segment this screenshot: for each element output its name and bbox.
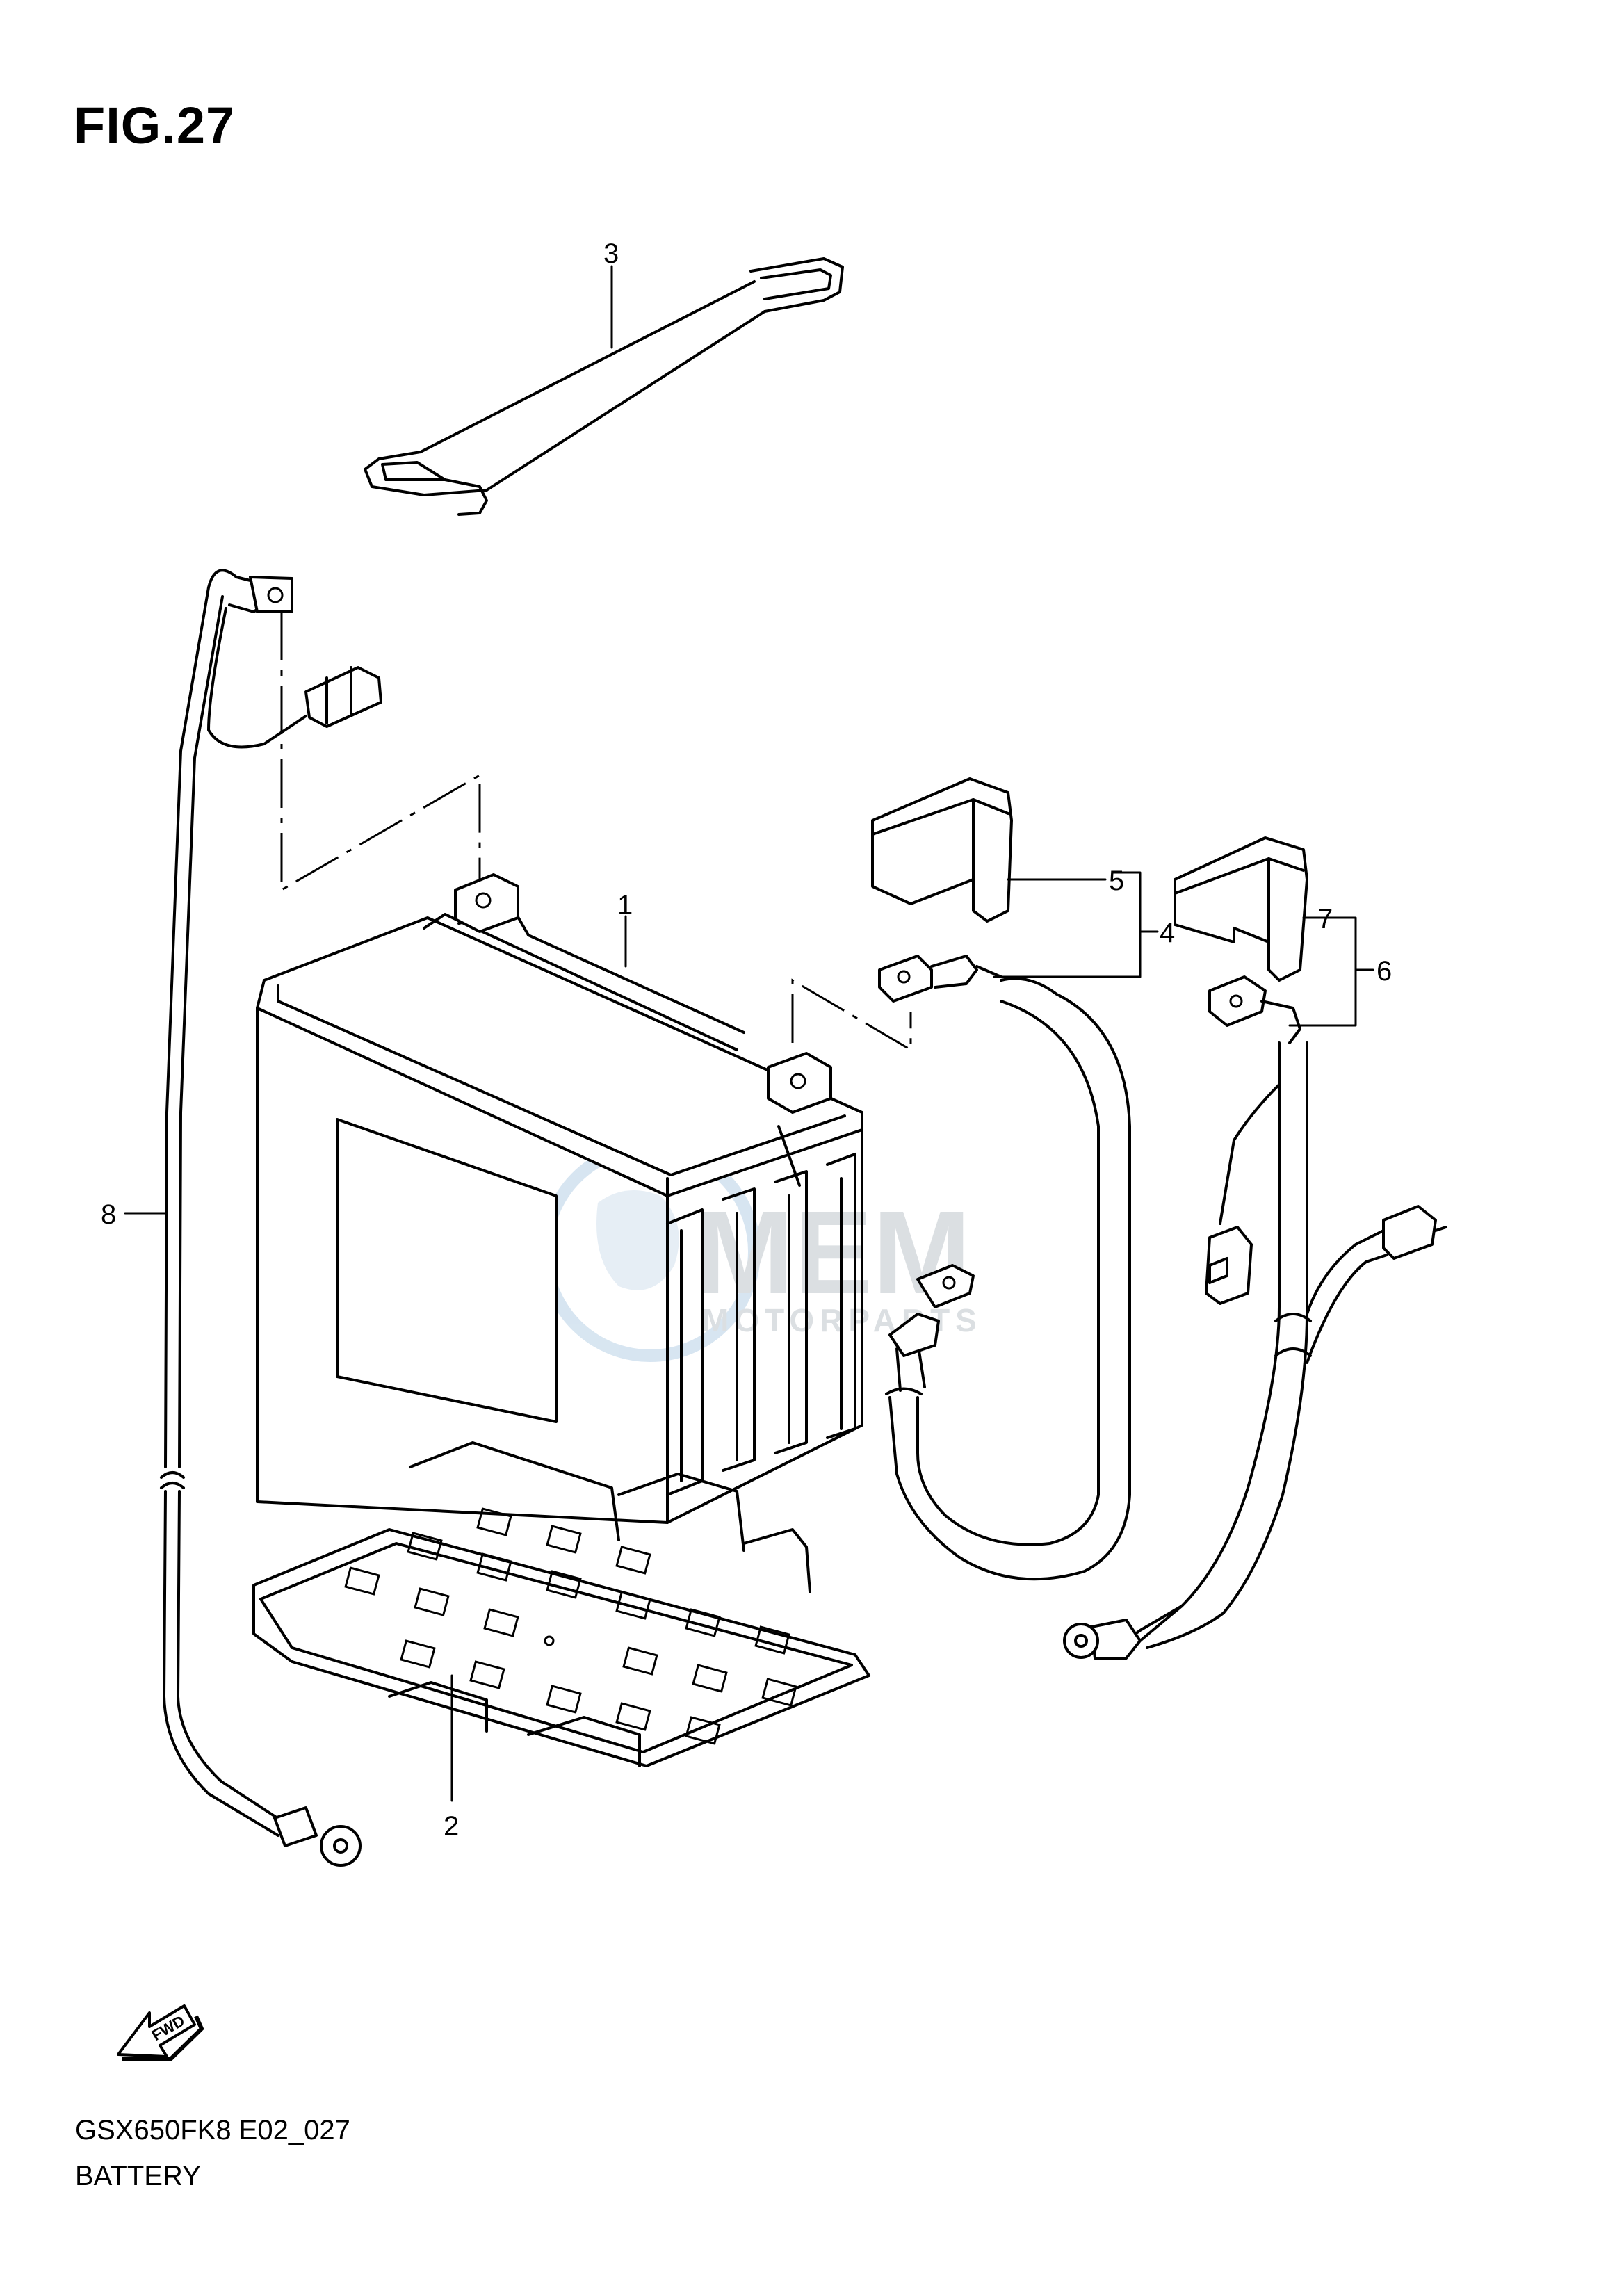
ground-lead-wire [160, 569, 481, 1867]
watermark-brand: MEM [695, 1187, 971, 1319]
battery-tray [252, 1441, 870, 1767]
callout-2: 2 [444, 1811, 459, 1842]
forward-direction-arrow-icon: FWD [117, 2004, 204, 2061]
section-name: BATTERY [75, 2161, 201, 2191]
negative-terminal-cover [1174, 836, 1308, 982]
callout-leaders [124, 265, 1374, 1802]
callout-8: 8 [101, 1199, 116, 1230]
tray-slots [344, 1507, 797, 1745]
callout-5: 5 [1109, 866, 1124, 896]
positive-battery-cable [878, 955, 1131, 1581]
positive-terminal-cover [871, 777, 1013, 923]
negative-battery-lead [1063, 975, 1447, 1660]
figure-title: FIG.27 [74, 97, 236, 154]
battery-strap [364, 257, 844, 516]
callout-6: 6 [1377, 956, 1392, 987]
callout-7: 7 [1317, 904, 1333, 934]
watermark: MEM MOTORPARTS [539, 1141, 977, 1362]
callout-4: 4 [1160, 918, 1175, 948]
callout-3: 3 [603, 238, 619, 269]
callout-1: 1 [617, 890, 633, 921]
battery [256, 873, 912, 1524]
model-code: GSX650FK8 E02_027 [75, 2115, 350, 2146]
